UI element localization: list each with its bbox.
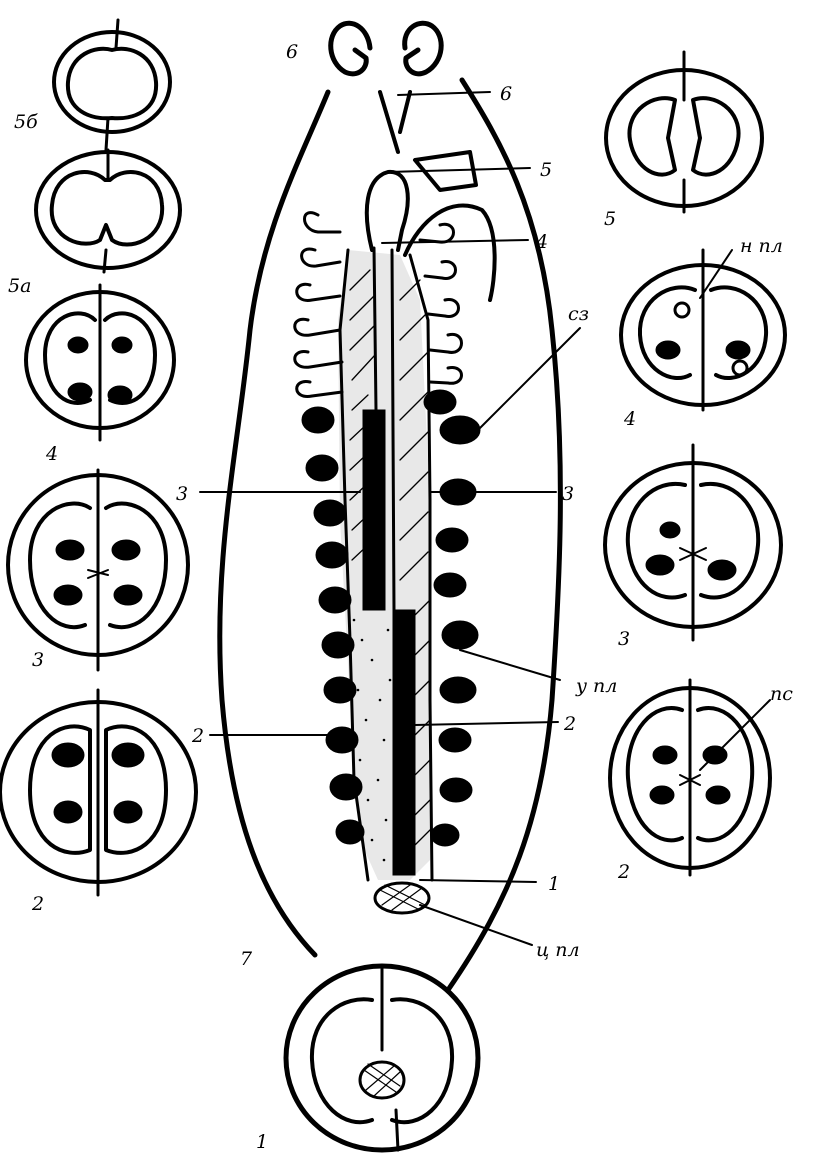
label-2-lead-left: 2 — [191, 725, 204, 747]
label-2-right: 2 — [617, 861, 630, 883]
label-2-left: 2 — [31, 893, 44, 915]
section-2-right — [610, 680, 770, 875]
section-4-left — [26, 285, 174, 440]
label-3-right: 3 — [618, 628, 630, 650]
label-6-top: 6 — [286, 41, 298, 63]
label-4-right: 4 — [623, 408, 636, 430]
label-5b: 5б — [14, 111, 38, 133]
label-7: 7 — [240, 948, 253, 970]
label-1-lead: 1 — [548, 873, 560, 895]
label-1-bottom: 1 — [256, 1131, 268, 1153]
label-ps: пс — [770, 683, 793, 705]
label-5a: 5а — [8, 275, 31, 297]
label-5-right: 5 — [604, 208, 616, 230]
section-5-right — [606, 52, 762, 212]
label-6-lead: 6 — [500, 83, 512, 105]
label-sz: сз — [568, 303, 589, 325]
label-u-pl: у пл — [575, 675, 617, 697]
section-6-top — [331, 23, 441, 74]
label-3-left: 3 — [32, 649, 44, 671]
label-4-left: 4 — [45, 443, 58, 465]
section-2-left — [0, 690, 196, 895]
section-5a — [36, 150, 180, 272]
section-1-bottom — [286, 966, 478, 1150]
label-5-lead: 5 — [540, 159, 552, 181]
section-3-right — [605, 445, 781, 640]
leader-lines — [200, 92, 770, 945]
label-2-lead-right: 2 — [563, 713, 576, 735]
label-n-pl: н пл — [740, 235, 783, 257]
label-4-lead: 4 — [535, 231, 548, 253]
section-3-left — [8, 470, 188, 670]
label-ts-pl: ц пл — [536, 939, 580, 961]
section-5b — [54, 20, 170, 150]
label-3-lead-right: 3 — [562, 483, 574, 505]
section-4-right — [621, 250, 785, 410]
label-3-lead-left: 3 — [176, 483, 188, 505]
